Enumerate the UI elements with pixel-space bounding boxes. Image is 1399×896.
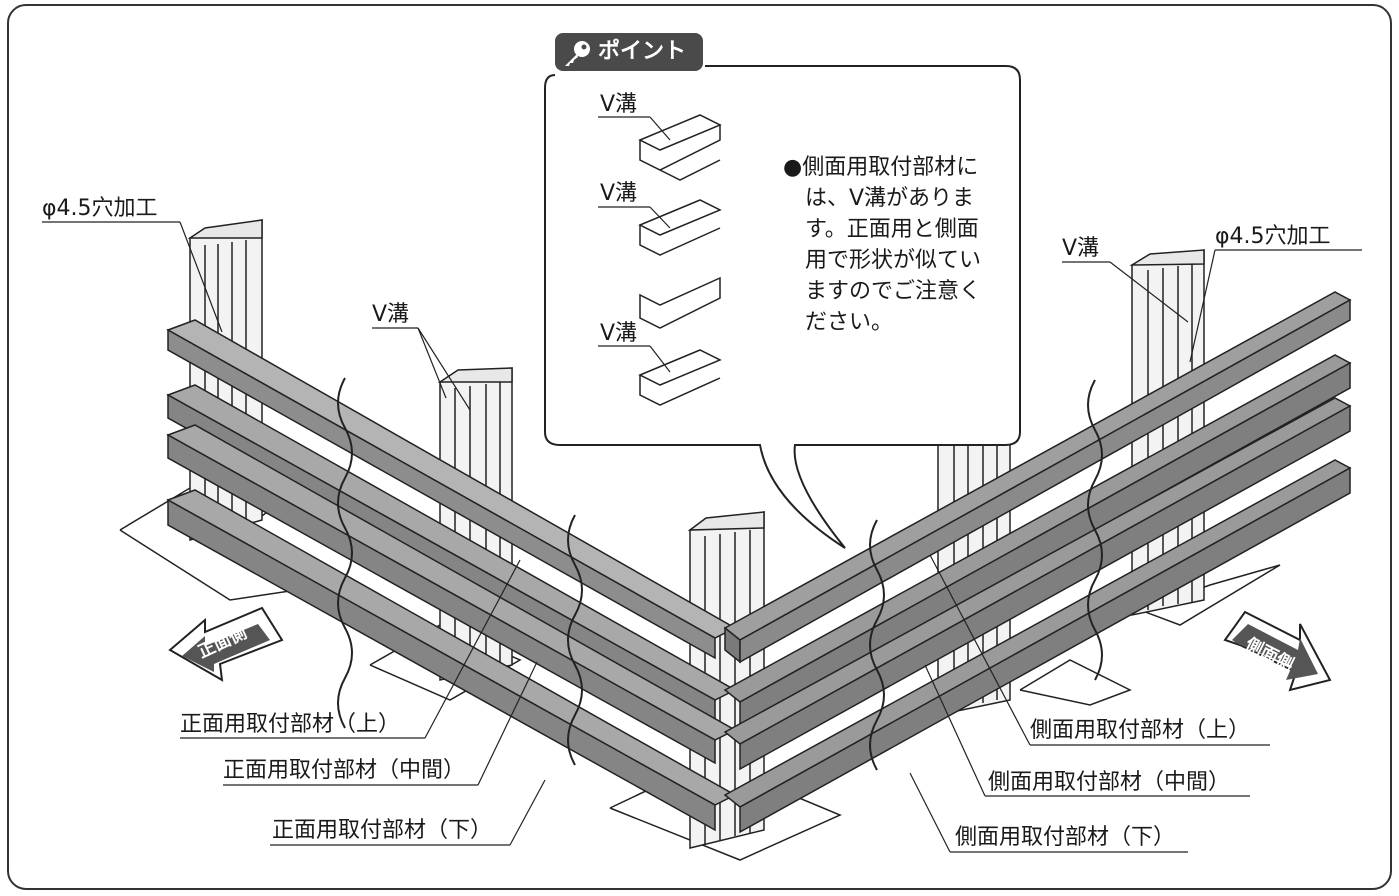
side-upper-label: 側面用取付部材（上） — [1030, 718, 1251, 743]
break-marks — [337, 377, 1103, 771]
point-note-line-3: す。正面用と側面 — [805, 217, 979, 242]
point-badge-label: ポイント — [598, 39, 687, 64]
side-middle-label: 側面用取付部材（中間） — [988, 770, 1231, 795]
profile-sketches — [638, 114, 722, 406]
key-icon — [565, 41, 590, 66]
vgroove-label-1: V溝 — [600, 92, 638, 117]
arrow-front-shape — [168, 606, 284, 682]
bullet-icon: ● — [783, 155, 803, 180]
point-callout — [544, 65, 1021, 549]
vgroove-label-2: V溝 — [600, 181, 638, 206]
front-upper-label: 正面用取付部材（上） — [180, 712, 401, 737]
hole-label-left: φ4.5穴加工 — [42, 196, 158, 221]
side-rails — [723, 291, 1352, 834]
front-lower-label: 正面用取付部材（下） — [272, 818, 493, 843]
outer-frame — [7, 4, 1392, 890]
vgroove-label-right: V溝 — [1062, 236, 1100, 261]
side-lower-label: 側面用取付部材（下） — [955, 825, 1176, 850]
side-rail-middle-b — [723, 397, 1352, 745]
front-middle-label: 正面用取付部材（中間） — [223, 758, 466, 783]
leader-lines — [42, 116, 1362, 853]
arrow-side-shape — [1223, 610, 1332, 692]
point-note-line-4: 用で形状が似てい — [805, 248, 982, 273]
point-note: ●側面用取付部材に は、V溝がありま す。正面用と側面 用で形状が似てい ますの… — [783, 152, 1013, 338]
point-note-line-6: ださい。 — [805, 310, 894, 335]
vgroove-label-post: V溝 — [372, 302, 410, 327]
front-rails — [166, 319, 737, 832]
point-note-line-2: は、V溝がありま — [805, 186, 975, 211]
vgroove-label-3: V溝 — [600, 321, 638, 346]
point-note-line-1: ●側面用取付部材に — [783, 155, 979, 180]
hole-label-right: φ4.5穴加工 — [1215, 224, 1331, 249]
point-note-line-5: ますのでご注意く — [805, 279, 982, 304]
